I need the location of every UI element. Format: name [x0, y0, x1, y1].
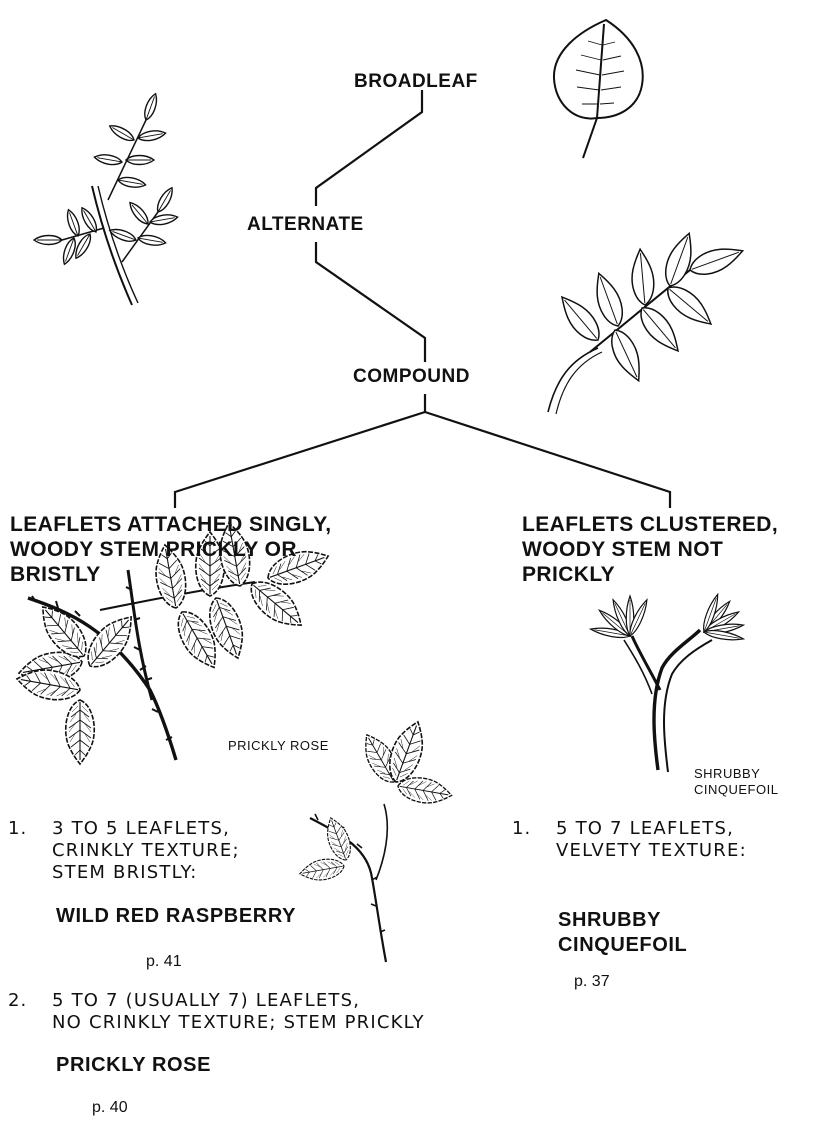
- left-item-2-description-line-2: NO CRINKLY TEXTURE; STEM PRICKLY: [52, 1012, 425, 1034]
- right-item-1-species: SHRUBBY CINQUEFOIL: [558, 908, 687, 958]
- compound-leaf-illustration: [548, 230, 746, 414]
- right-branch-heading: LEAFLETS CLUSTERED, WOODY STEM NOT PRICK…: [522, 512, 822, 587]
- left-item-1-species: WILD RED RASPBERRY: [56, 904, 296, 929]
- left-branch-heading-line-2: WOODY STEM PRICKLY OR: [10, 537, 390, 562]
- left-branch-heading-line-1: LEAFLETS ATTACHED SINGLY,: [10, 512, 390, 537]
- right-branch-heading-line-3: PRICKLY: [522, 562, 822, 587]
- node-broadleaf: BROADLEAF: [354, 71, 478, 93]
- right-branch-heading-line-1: LEAFLETS CLUSTERED,: [522, 512, 822, 537]
- left-item-1-description-line-1: 3 TO 5 LEAFLETS,: [52, 818, 240, 840]
- right-item-1-species-line-1: SHRUBBY: [558, 908, 687, 933]
- cinquefoil-caption: SHRUBBY CINQUEFOIL: [694, 766, 778, 798]
- left-branch-heading: LEAFLETS ATTACHED SINGLY, WOODY STEM PRI…: [10, 512, 390, 587]
- left-item-1-number: 1.: [8, 818, 27, 839]
- left-item-1-description-line-2: CRINKLY TEXTURE;: [52, 840, 240, 862]
- alternate-twig-illustration: [34, 92, 178, 305]
- node-alternate: ALTERNATE: [247, 214, 364, 236]
- right-item-1-description-line-1: 5 TO 7 LEAFLETS,: [556, 818, 747, 840]
- left-item-1-description: 3 TO 5 LEAFLETS, CRINKLY TEXTURE; STEM B…: [52, 818, 240, 884]
- node-compound: COMPOUND: [353, 366, 470, 388]
- left-item-2-species: PRICKLY ROSE: [56, 1053, 211, 1078]
- right-item-1-number: 1.: [512, 818, 531, 839]
- right-item-1-page: p. 37: [574, 973, 610, 991]
- right-item-1-species-line-2: CINQUEFOIL: [558, 933, 687, 958]
- left-branch-heading-line-3: BRISTLY: [10, 562, 390, 587]
- right-item-1-description: 5 TO 7 LEAFLETS, VELVETY TEXTURE:: [556, 818, 747, 862]
- right-branch-heading-line-2: WOODY STEM NOT: [522, 537, 822, 562]
- left-item-2-description: 5 TO 7 (USUALLY 7) LEAFLETS, NO CRINKLY …: [52, 990, 425, 1034]
- left-item-2-number: 2.: [8, 990, 27, 1011]
- cinquefoil-illustration: [590, 593, 744, 772]
- simple-broadleaf-illustration: [554, 20, 643, 158]
- left-item-1-page: p. 41: [146, 953, 182, 971]
- cinquefoil-caption-line-2: CINQUEFOIL: [694, 782, 778, 798]
- left-item-2-description-line-1: 5 TO 7 (USUALLY 7) LEAFLETS,: [52, 990, 425, 1012]
- prickly-rose-caption: PRICKLY ROSE: [228, 738, 329, 754]
- right-item-1-description-line-2: VELVETY TEXTURE:: [556, 840, 747, 862]
- key-connector-lines: [175, 90, 670, 508]
- cinquefoil-caption-line-1: SHRUBBY: [694, 766, 778, 782]
- left-item-2-page: p. 40: [92, 1099, 128, 1117]
- left-item-1-description-line-3: STEM BRISTLY:: [52, 862, 240, 884]
